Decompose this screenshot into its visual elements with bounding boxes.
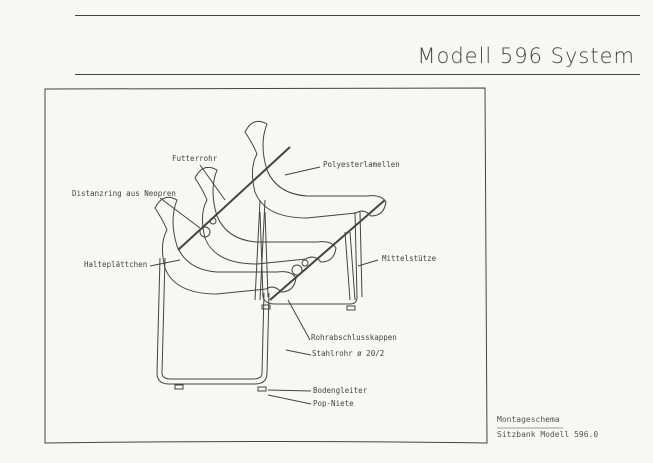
label-stahlrohr: Stahlrohr ø 20/2 <box>312 349 385 358</box>
drawing-frame <box>44 87 488 444</box>
label-futterrohr: Futterrohr <box>172 154 218 163</box>
label-bodengleiter: Bodengleiter <box>313 386 368 395</box>
caption-subtitle: Sitzbank Modell 596.0 <box>497 430 599 439</box>
caption-heading: Montageschema <box>497 415 560 424</box>
title-rule <box>75 74 640 75</box>
label-halteplaettchen: Halteplättchen <box>84 260 148 269</box>
label-distanzring: Distanzring aus Neopren <box>72 189 176 198</box>
chair-back <box>244 120 387 305</box>
label-polyesterlamellen: Polyesterlamellen <box>323 160 400 169</box>
distanzring <box>199 226 211 238</box>
futterrohr-tube <box>177 146 291 251</box>
label-popniete: Pop-Niete <box>313 399 354 408</box>
middle-tube <box>269 199 386 301</box>
top-rule <box>75 15 640 16</box>
label-mittelstuetze: Mittelstütze <box>382 254 437 263</box>
chair-front <box>154 196 297 385</box>
page-title: Modell 596 System <box>417 44 635 68</box>
label-rohrabschlusskappen: Rohrabschlusskappen <box>311 333 397 342</box>
